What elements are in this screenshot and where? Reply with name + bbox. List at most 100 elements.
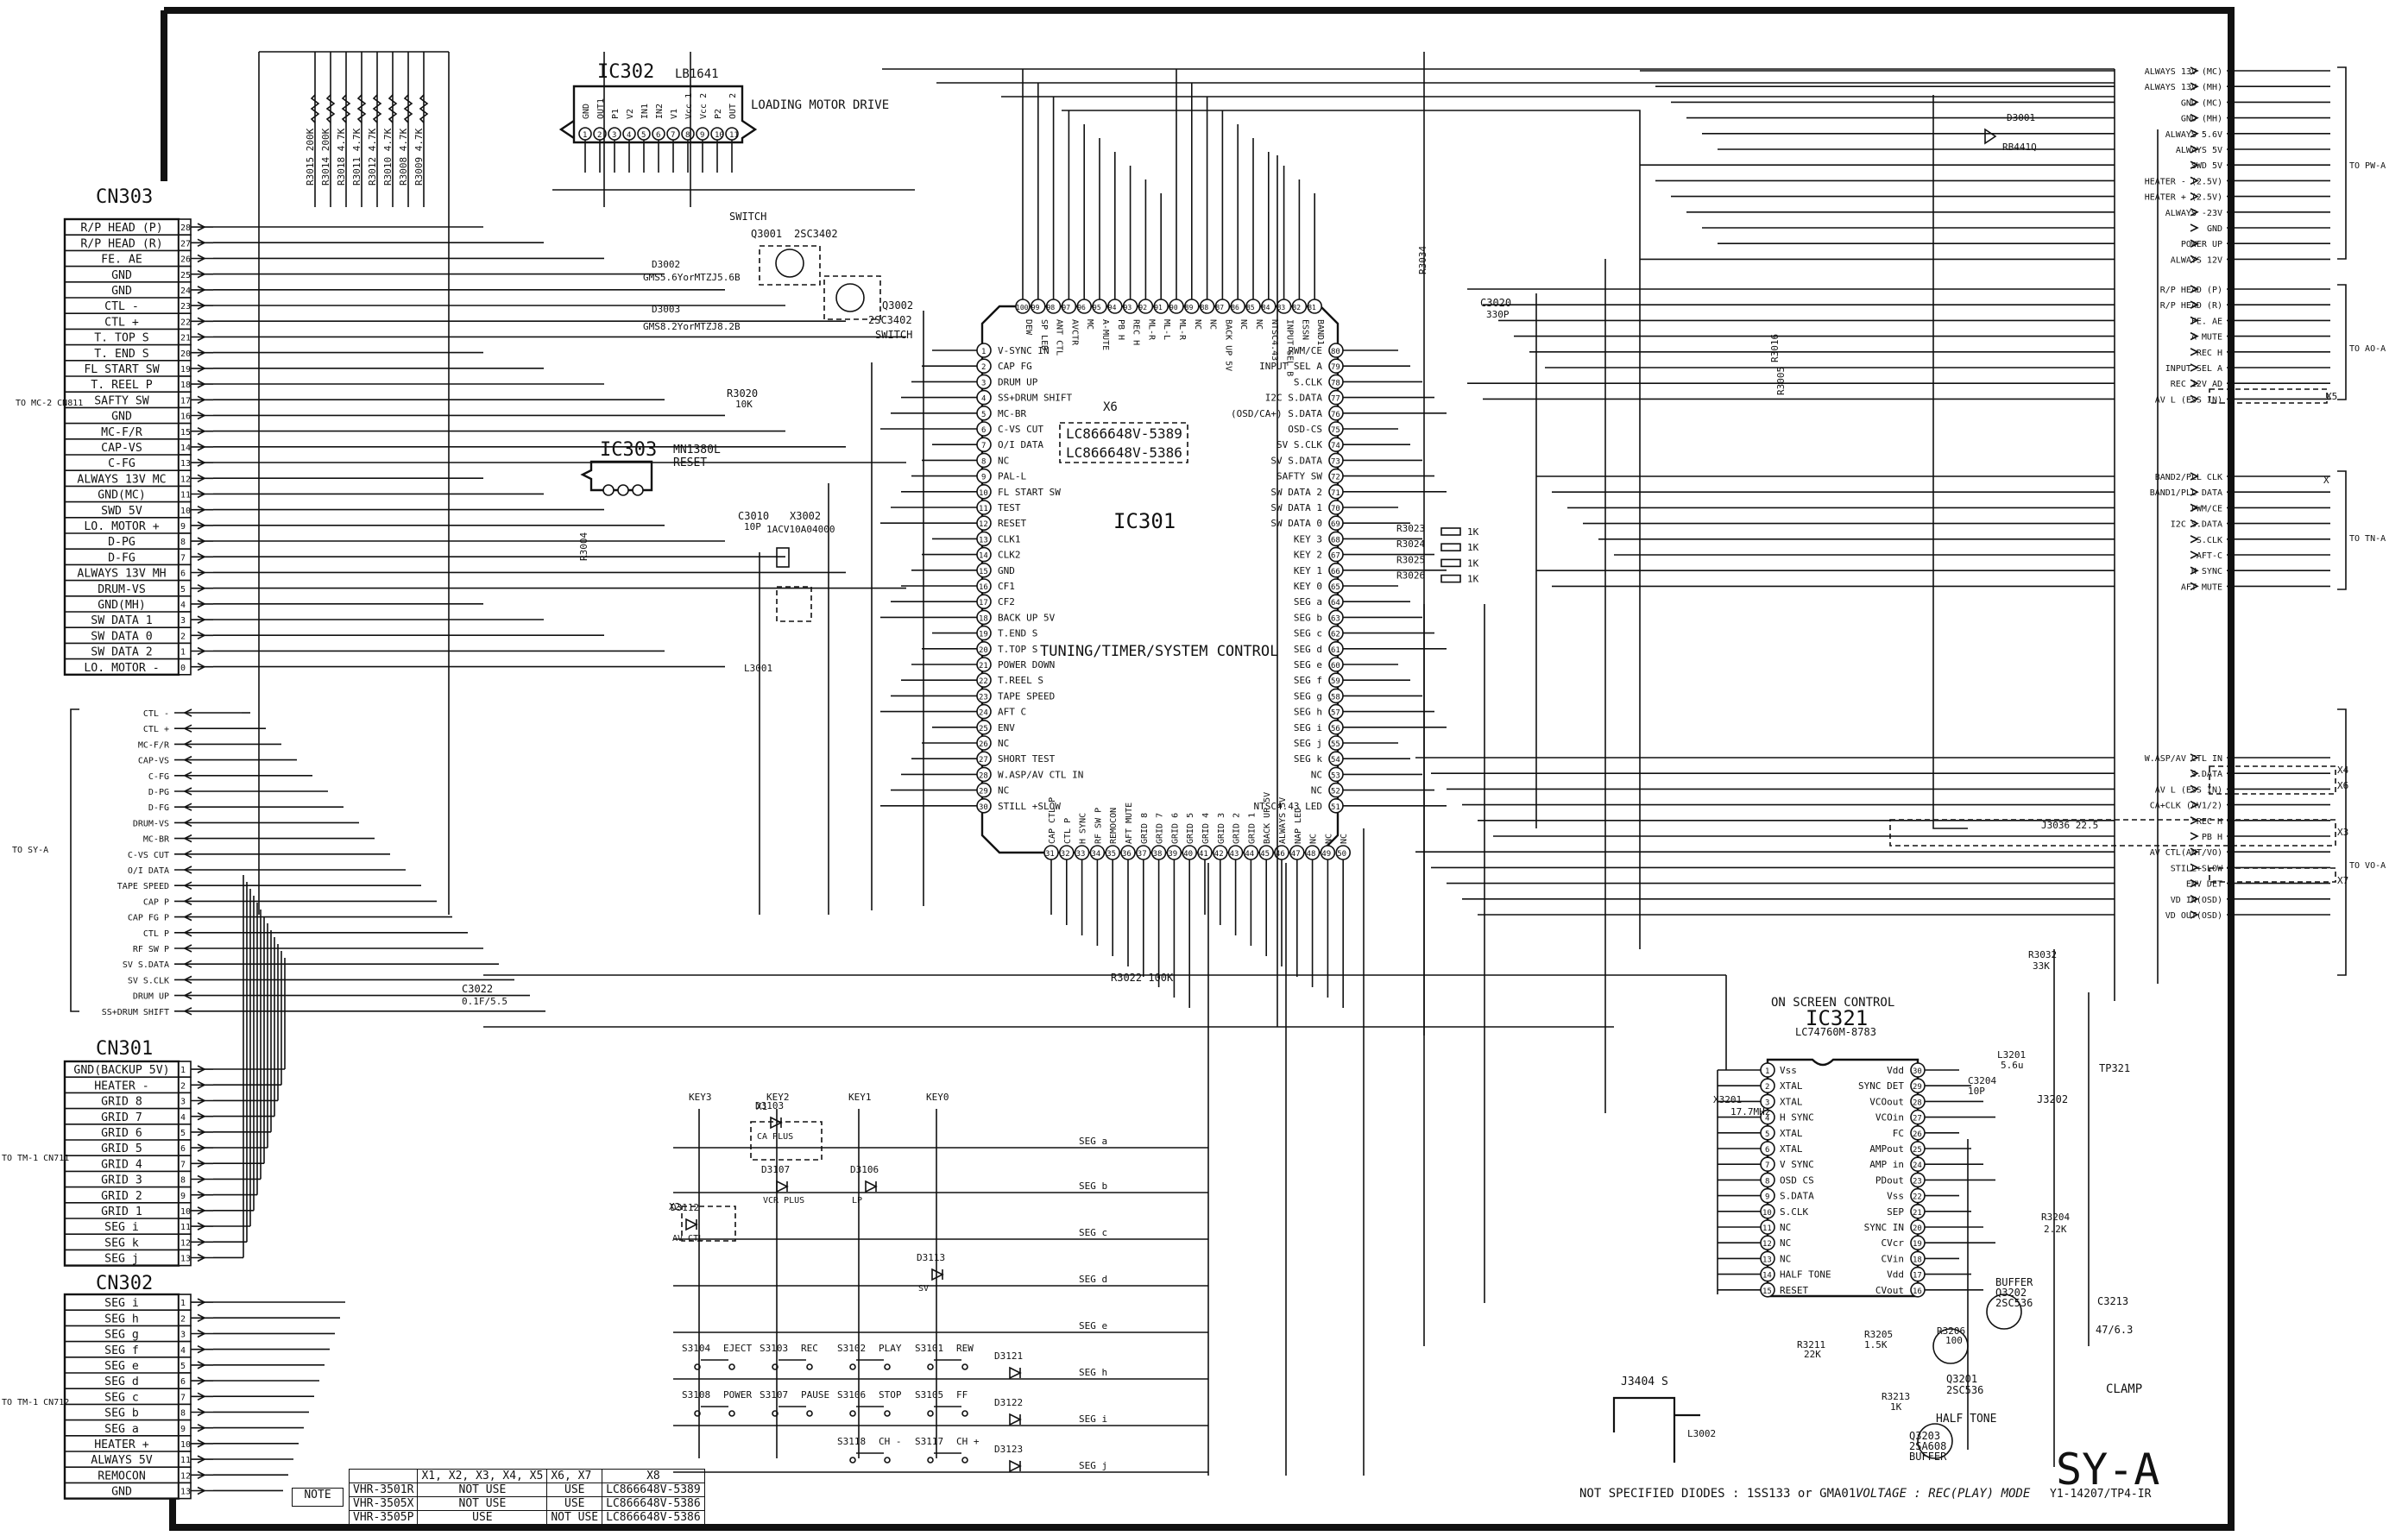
aoa-arrow — [2190, 379, 2199, 387]
cn302-pin-label: SEG c — [104, 1391, 139, 1404]
connector-arrow — [197, 269, 206, 279]
ic321-pin-label: AMP in — [1869, 1159, 1904, 1170]
ic321-pin-number: 22 — [1913, 1193, 1922, 1202]
key-resistor-body — [1440, 574, 1461, 583]
ic302-pin-number: 9 — [700, 131, 704, 140]
d3003-val: GMS8.2YorMTZJ8.2B — [643, 321, 741, 332]
switch-ref: S3104 — [682, 1343, 710, 1354]
q3202-val: 2SC536 — [1995, 1297, 2033, 1309]
ic301-pin-number: 71 — [1331, 489, 1340, 498]
ic301-pin-number: 13 — [979, 536, 988, 545]
ic301-block: X6 LC866648V-5389 LC866648V-5386 IC301 T… — [880, 69, 1447, 1008]
q3002-symbol — [835, 283, 865, 312]
ic321-pin-number: 2 — [1765, 1083, 1769, 1092]
footer: SY-A NOT SPECIFIED DIODES : 1SS133 or GM… — [1579, 1445, 2159, 1501]
connector-arrow — [197, 537, 206, 545]
sya-item-label: O/I DATA — [128, 866, 169, 876]
ic302-pin-label: V1 — [670, 109, 679, 119]
cn303-pin-number: 13 — [180, 459, 191, 469]
diode-ref: D3106 — [850, 1164, 879, 1175]
sya-arrow — [183, 1007, 192, 1016]
cn302-pin-number: 10 — [180, 1440, 191, 1450]
j3404-ref: J3404 S — [1621, 1375, 1668, 1388]
l3201-val: 5.6u — [2001, 1060, 2024, 1071]
ic301-pin-label: NC — [1340, 834, 1349, 844]
page-frame — [164, 7, 2235, 1531]
diode-symbol — [931, 1268, 944, 1281]
ic301-pin-label: PB H — [1116, 319, 1125, 340]
voa-dash-box — [2209, 867, 2336, 883]
pwa-item-label: POWER UP — [2181, 240, 2222, 249]
cn303-pin-number: 23 — [180, 302, 191, 312]
l3201-ref: L3201 — [1997, 1049, 2026, 1061]
connector-arrow — [197, 1344, 206, 1354]
pwa-arrow — [2190, 208, 2199, 217]
sya-arrow — [183, 724, 192, 733]
ic301-pin-label: KEY 3 — [1294, 533, 1322, 545]
ic321-pin-number: 5 — [1765, 1130, 1769, 1139]
cell: NOT USE — [417, 1496, 548, 1511]
connector-arrow — [197, 301, 206, 310]
diode-ref: D3121 — [994, 1350, 1023, 1362]
tp321-ref: TP321 — [2099, 1062, 2130, 1074]
ic301-pin-label: CLK1 — [998, 533, 1021, 545]
ic301-pin-number: 36 — [1122, 850, 1132, 859]
clamp-label: CLAMP — [2106, 1382, 2142, 1396]
ic301-pin-number: 93 — [1124, 304, 1132, 312]
ic301-pin-number: 74 — [1331, 442, 1340, 450]
sya-item-label: SV S.CLK — [128, 976, 169, 985]
diode-symbol — [770, 1116, 783, 1130]
cn303-pin-number: 27 — [180, 239, 191, 249]
ic302-pin-number: 6 — [656, 131, 660, 140]
sya-arrow — [183, 912, 192, 922]
ic301-pin-number: 56 — [1331, 725, 1340, 733]
sya-item-label: MC-F/R — [138, 740, 170, 750]
ic301-pin-label: SW DATA 1 — [1270, 502, 1322, 513]
ic321-pin-number: 20 — [1913, 1224, 1922, 1233]
cn301-pin-number: 10 — [180, 1207, 191, 1217]
cn302-dest: TO TM-1 CN712 — [2, 1398, 69, 1407]
ic301-pin-number: 25 — [979, 725, 988, 733]
cn303-pin-label: C-FG — [108, 457, 136, 470]
cn302-pin-label: REMOCON — [98, 1470, 146, 1482]
cn303-pin-number: 7 — [180, 553, 186, 563]
cn303-pin-number: 0 — [180, 664, 186, 673]
ic301-pin-number: 58 — [1331, 693, 1340, 702]
key-resistor-body — [1440, 527, 1461, 536]
cn301-pin-number: 7 — [180, 1160, 186, 1169]
ic301-pin-label: RESET — [998, 518, 1026, 529]
sya-bracket — [70, 708, 79, 1012]
sya-item-label: C-VS CUT — [128, 851, 169, 860]
sya-arrow — [183, 881, 192, 890]
ic301-pin-label: AFT C — [998, 707, 1026, 718]
pwa-arrow — [2190, 161, 2199, 169]
ic301-pin-number: 26 — [979, 740, 988, 749]
r3204-ref: R3204 — [2041, 1212, 2070, 1223]
ic302-pin-number: 5 — [641, 131, 646, 140]
pwa-arrow — [2190, 255, 2199, 264]
c3020-val: 330P — [1486, 309, 1510, 320]
c3204-ref: C3204 — [1968, 1075, 1996, 1086]
ic301-pin-label: FL START SW — [998, 487, 1061, 498]
ic301-pin-number: 27 — [979, 756, 988, 765]
ic301-pin-label: OSD-CS — [1288, 424, 1322, 435]
ic301-pin-number: 57 — [1331, 709, 1340, 718]
cn303-pin-label: D-FG — [108, 551, 136, 564]
ic321-pin-number: 10 — [1762, 1209, 1772, 1218]
ic302-ref: IC302 — [597, 61, 654, 83]
resistor-zigzag — [341, 94, 351, 123]
ic321-pin-label: NC — [1780, 1222, 1791, 1233]
cn301-pin-number: 9 — [180, 1192, 186, 1201]
d3002-ref: D3002 — [652, 259, 680, 270]
key-resistor-ref: R3024 — [1396, 538, 1425, 550]
cn301-pin-label: GRID 2 — [101, 1190, 142, 1203]
ic301-pin-number: 49 — [1321, 850, 1331, 859]
switch-name: STOP — [879, 1389, 902, 1401]
ic301-pin-number: 81 — [1308, 304, 1316, 312]
ic301-pin-number: 98 — [1047, 304, 1056, 312]
voa-dash-box — [1889, 819, 2336, 847]
switch-ref: S3106 — [837, 1389, 866, 1401]
